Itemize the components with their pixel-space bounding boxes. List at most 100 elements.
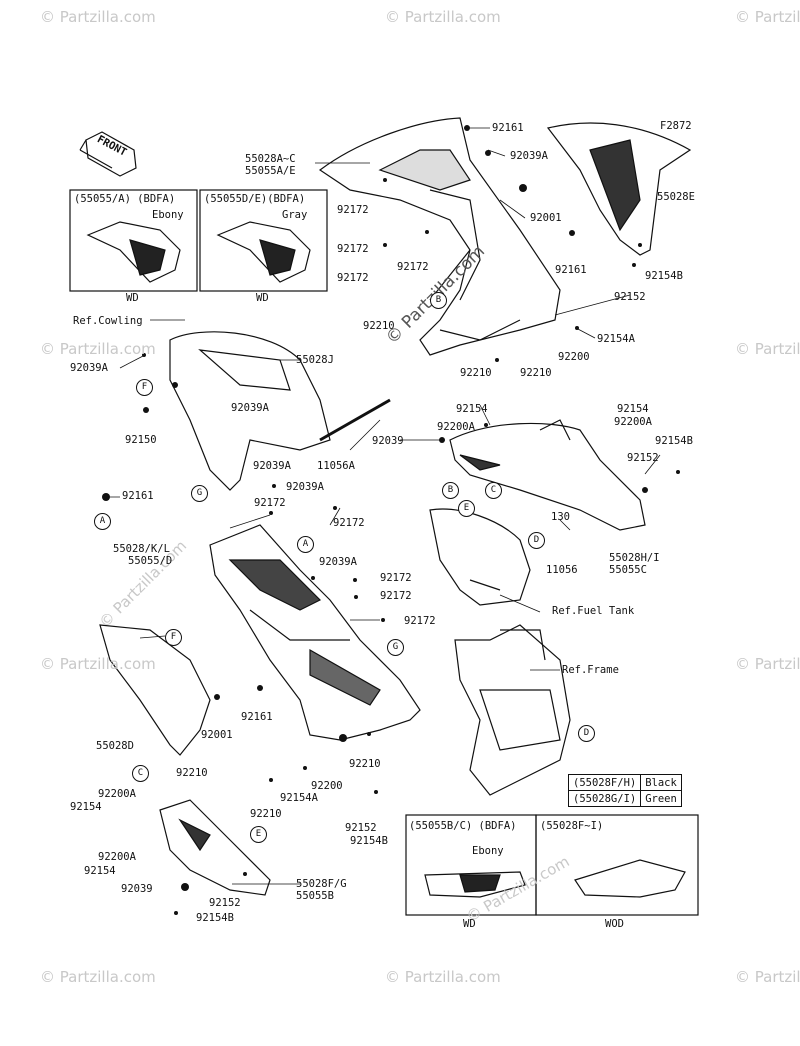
part-label: 92200A [614,416,652,428]
watermark: © Partzilla.com [40,340,156,358]
watermark: © Partzilla.com [40,8,156,26]
legend-part: (55028F/H) [567,774,642,791]
inset-ref-right: (55055D/E)(BDFA) [204,193,306,205]
part-label: 92152 [345,822,377,834]
part-label: 92154B [350,835,388,847]
callout-e: E [250,826,267,843]
watermark: © Partzilla.com [735,655,800,673]
part-label: 55028H/I [609,552,660,564]
legend-color: Green [640,790,682,807]
part-label: 92200A [98,851,136,863]
callout-c: C [485,482,502,499]
watermark: © Partzilla.com [735,968,800,986]
part-label: 92152 [209,897,241,909]
part-label: 92001 [201,729,233,741]
callout-d: D [528,532,545,549]
inset-color-right: Gray [282,209,308,221]
part-label: 92161 [555,264,587,276]
part-label: 92154 [84,865,116,877]
part-label: 55055B [296,890,334,902]
side-panel-55028E-drawing [546,122,692,256]
part-label: 55028J [296,354,334,366]
part-label: 92161 [492,122,524,134]
callout-e: E [458,500,475,517]
color-legend: (55028F/H)Black (55028G/I)Green [567,774,682,807]
part-label: 92200A [98,788,136,800]
watermark: © Partzilla.com [40,968,156,986]
part-label: 92161 [241,711,273,723]
part-label: 55028A~C [245,153,296,165]
part-label: 92039A [510,150,548,162]
inset-variant-bottom-right: WOD [605,918,624,930]
inset-belly-left [424,871,526,898]
inset-ref-left: (55055/A) (BDFA) [74,193,176,205]
part-label: 55028/K/L [113,543,170,555]
callout-a: A [94,513,111,530]
part-label: 92154B [645,270,683,282]
fuel-tank-outline [429,508,531,606]
inset-color-bottom-left: Ebony [472,845,504,857]
inset-box-bottom-right [535,814,699,916]
part-label: 92172 [380,590,412,602]
side-cowl-55028H-drawing [449,419,646,531]
inset-box-right-top [199,189,328,292]
part-label: 55055C [609,564,647,576]
part-label: 92154B [655,435,693,447]
inset-ref-bottom-left: (55055B/C) (BDFA) [409,820,517,832]
part-label: 92172 [333,517,365,529]
part-label: 92172 [337,204,369,216]
legend-row: (55028G/I)Green [567,790,682,807]
part-label: 92200 [558,351,590,363]
part-label: 92001 [530,212,562,224]
part-label: 92172 [397,261,429,273]
watermark: © Partzilla.com [385,968,501,986]
part-label: 92152 [627,452,659,464]
callout-d: D [578,725,595,742]
part-label: 92210 [460,367,492,379]
part-label: 92172 [380,572,412,584]
part-label: 11056 [546,564,578,576]
part-label: 55028D [96,740,134,752]
inset-color-left: Ebony [152,209,184,221]
part-label: 92154 [617,403,649,415]
callout-c: C [132,765,149,782]
part-label: 11056A [317,460,355,472]
inner-panel-55028D-drawing [99,624,211,756]
part-label: 92150 [125,434,157,446]
part-label: 92152 [614,291,646,303]
part-label: 92161 [122,490,154,502]
inset-cowling-right [216,221,311,283]
upper-cowling-drawing [318,117,561,356]
part-label: 92200 [311,780,343,792]
part-label: 92039A [253,460,291,472]
part-label: 55055/D [128,555,173,567]
part-label: 92039 [372,435,404,447]
ref-frame-label: Ref.Frame [562,664,619,676]
legend-part: (55028G/I) [567,790,642,807]
inner-cover-55028J-drawing [169,331,331,491]
part-label: 130 [551,511,570,523]
inset-variant-left: WD [126,292,139,304]
part-label: 92039A [319,556,357,568]
part-label: 92154 [70,801,102,813]
part-label: 92210 [349,758,381,770]
callout-f: F [165,629,182,646]
callout-a: A [297,536,314,553]
legend-row: (55028F/H)Black [567,774,682,791]
fastener-dots [102,125,680,915]
watermark: © Partzilla.com [735,8,800,26]
inset-cowling-left [86,221,181,283]
part-label: 92039A [231,402,269,414]
callout-g: G [191,485,208,502]
bracket-11056A [319,398,391,442]
part-label: 92154 [456,403,488,415]
part-label: 92172 [404,615,436,627]
part-label: 92172 [254,497,286,509]
part-label: 92210 [176,767,208,779]
inset-variant-right: WD [256,292,269,304]
part-label: 92210 [250,808,282,820]
ref-cowling-label: Ref.Cowling [73,315,143,327]
part-label: 92039A [70,362,108,374]
